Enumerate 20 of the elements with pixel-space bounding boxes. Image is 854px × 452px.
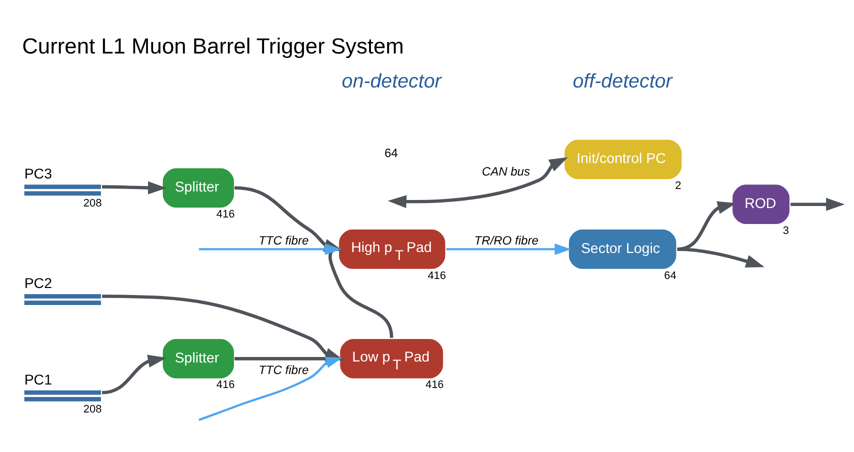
node-label: 2 bbox=[675, 180, 682, 192]
node-label: 416 bbox=[426, 378, 444, 391]
label: off-detector bbox=[572, 70, 672, 92]
edge-label: TTC fibre bbox=[258, 362, 309, 376]
node-label: PC1 bbox=[24, 372, 52, 388]
node-label: PC2 bbox=[24, 275, 52, 292]
node-label: 416 bbox=[428, 269, 446, 282]
edge-label: CAN bus bbox=[482, 164, 530, 178]
edge-label: TTC fibre bbox=[258, 233, 309, 248]
node-label: 416 bbox=[216, 208, 235, 220]
node-label: PC3 bbox=[24, 166, 52, 182]
label: 64 bbox=[384, 146, 398, 160]
node-label: 64 bbox=[664, 269, 676, 282]
node-label: 416 bbox=[216, 378, 235, 391]
label: on-detector bbox=[342, 70, 442, 92]
diagram-title: Current L1 Muon Barrel Trigger System bbox=[22, 32, 404, 58]
edge-label: TR/RO fibre bbox=[474, 233, 538, 248]
node-label: 208 bbox=[83, 197, 102, 210]
node-label: 208 bbox=[83, 402, 102, 415]
node-label: 3 bbox=[782, 224, 790, 236]
